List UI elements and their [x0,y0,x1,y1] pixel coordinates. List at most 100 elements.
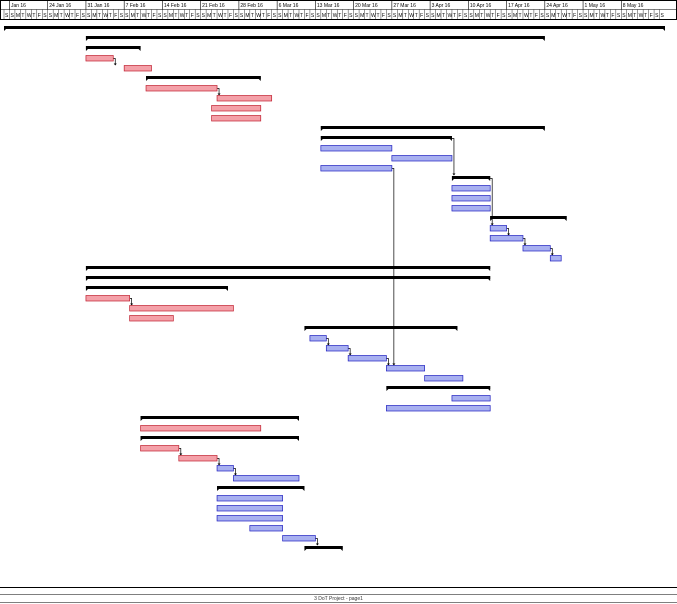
dependency-links [113,58,554,546]
day-letter: T [251,13,254,19]
day-letter: T [376,13,379,19]
day-letter: S [202,13,206,19]
critical-task-bar [123,65,152,72]
critical-task-bar [211,115,262,122]
day-letter: T [213,13,216,19]
day-letter: S [431,13,435,19]
day-letter: S [120,13,124,19]
critical-task-bar [178,455,218,462]
day-letter: W [409,13,414,19]
summary-bar [85,266,491,269]
week-label: 3 Apr 16 [432,3,451,9]
day-letter: S [502,13,506,19]
day-letter: S [546,13,550,19]
summary-end-cap [564,216,567,221]
day-letter: S [540,13,544,19]
day-letter: F [267,13,270,19]
day-letter: F [420,13,423,19]
day-letter: T [289,13,292,19]
link-arrowhead [130,303,134,306]
summary-end-cap [296,416,299,421]
summary-start-cap [451,176,454,181]
day-letter: M [360,13,364,19]
week-label: 20 Mar 16 [355,3,378,9]
summary-start-cap [4,26,6,31]
task-bar [451,205,491,212]
task-bar [320,145,393,152]
link-arrowhead [523,243,527,246]
day-letter: F [650,13,653,19]
day-letter: S [234,13,238,19]
day-letter: S [196,13,200,19]
day-letter: F [229,13,232,19]
critical-task-bar [145,85,218,92]
day-letter: F [305,13,308,19]
dependency-link [217,458,220,465]
summary-end-cap [302,486,305,491]
day-letter: S [273,13,277,19]
summary-start-cap [85,286,88,291]
day-letter: F [573,13,576,19]
week-label: 7 Feb 16 [126,3,146,9]
summary-end-cap [449,136,452,141]
day-letter: S [240,13,244,19]
dependency-link [451,138,455,175]
day-letter: T [21,13,24,19]
day-letter: T [529,13,532,19]
dependency-link [233,468,236,475]
dependency-link [348,348,351,355]
day-letter: S [311,13,315,19]
summary-bar [4,26,665,29]
summary-start-cap [304,326,307,331]
day-letter: T [60,13,63,19]
week-label: 21 Feb 16 [202,3,225,9]
summary-start-cap [217,486,220,491]
summary-end-cap [296,436,299,441]
summary-start-cap [85,36,88,41]
summary-bar [451,176,491,179]
day-letter: M [54,13,58,19]
task-bar [233,475,300,482]
summary-end-cap [542,126,545,131]
day-letter: F [344,13,347,19]
dependency-link [522,238,526,245]
day-letter: S [163,13,167,19]
day-letter: W [256,13,261,19]
summary-bar [304,326,458,329]
page-footer: 3 DoT Project - page1 [314,596,363,602]
day-letter: S [579,13,583,19]
week-label: 24 Jan 16 [49,3,71,9]
summary-bar [85,276,491,279]
day-letter: M [437,13,441,19]
task-bar [522,245,551,252]
critical-task-bar [140,445,180,452]
week-label: 27 Mar 16 [393,3,416,9]
summary-bar [140,436,299,439]
week-label: 10 Apr 16 [470,3,492,9]
day-letter: T [98,13,101,19]
summary-end-cap [258,76,261,81]
critical-task-bar [85,55,114,62]
day-letter: W [333,13,338,19]
day-letter: S [655,13,659,19]
dependency-link [386,358,389,365]
day-letter: T [595,13,598,19]
summary-start-cap [85,266,88,271]
link-arrowhead [392,363,396,366]
task-bar [216,465,234,472]
day-letter: F [76,13,79,19]
day-letter: S [5,13,9,19]
day-letter: T [327,13,330,19]
day-letter: M [590,13,594,19]
day-letter: S [508,13,512,19]
summary-start-cap [304,546,307,551]
day-letter: T [633,13,636,19]
summary-bar [146,76,261,79]
day-letter: M [245,13,249,19]
day-letter: S [349,13,353,19]
day-letter: T [366,13,369,19]
summary-end-cap [138,46,141,51]
summary-bar [85,286,228,289]
day-letter: F [152,13,155,19]
day-letter: S [316,13,320,19]
